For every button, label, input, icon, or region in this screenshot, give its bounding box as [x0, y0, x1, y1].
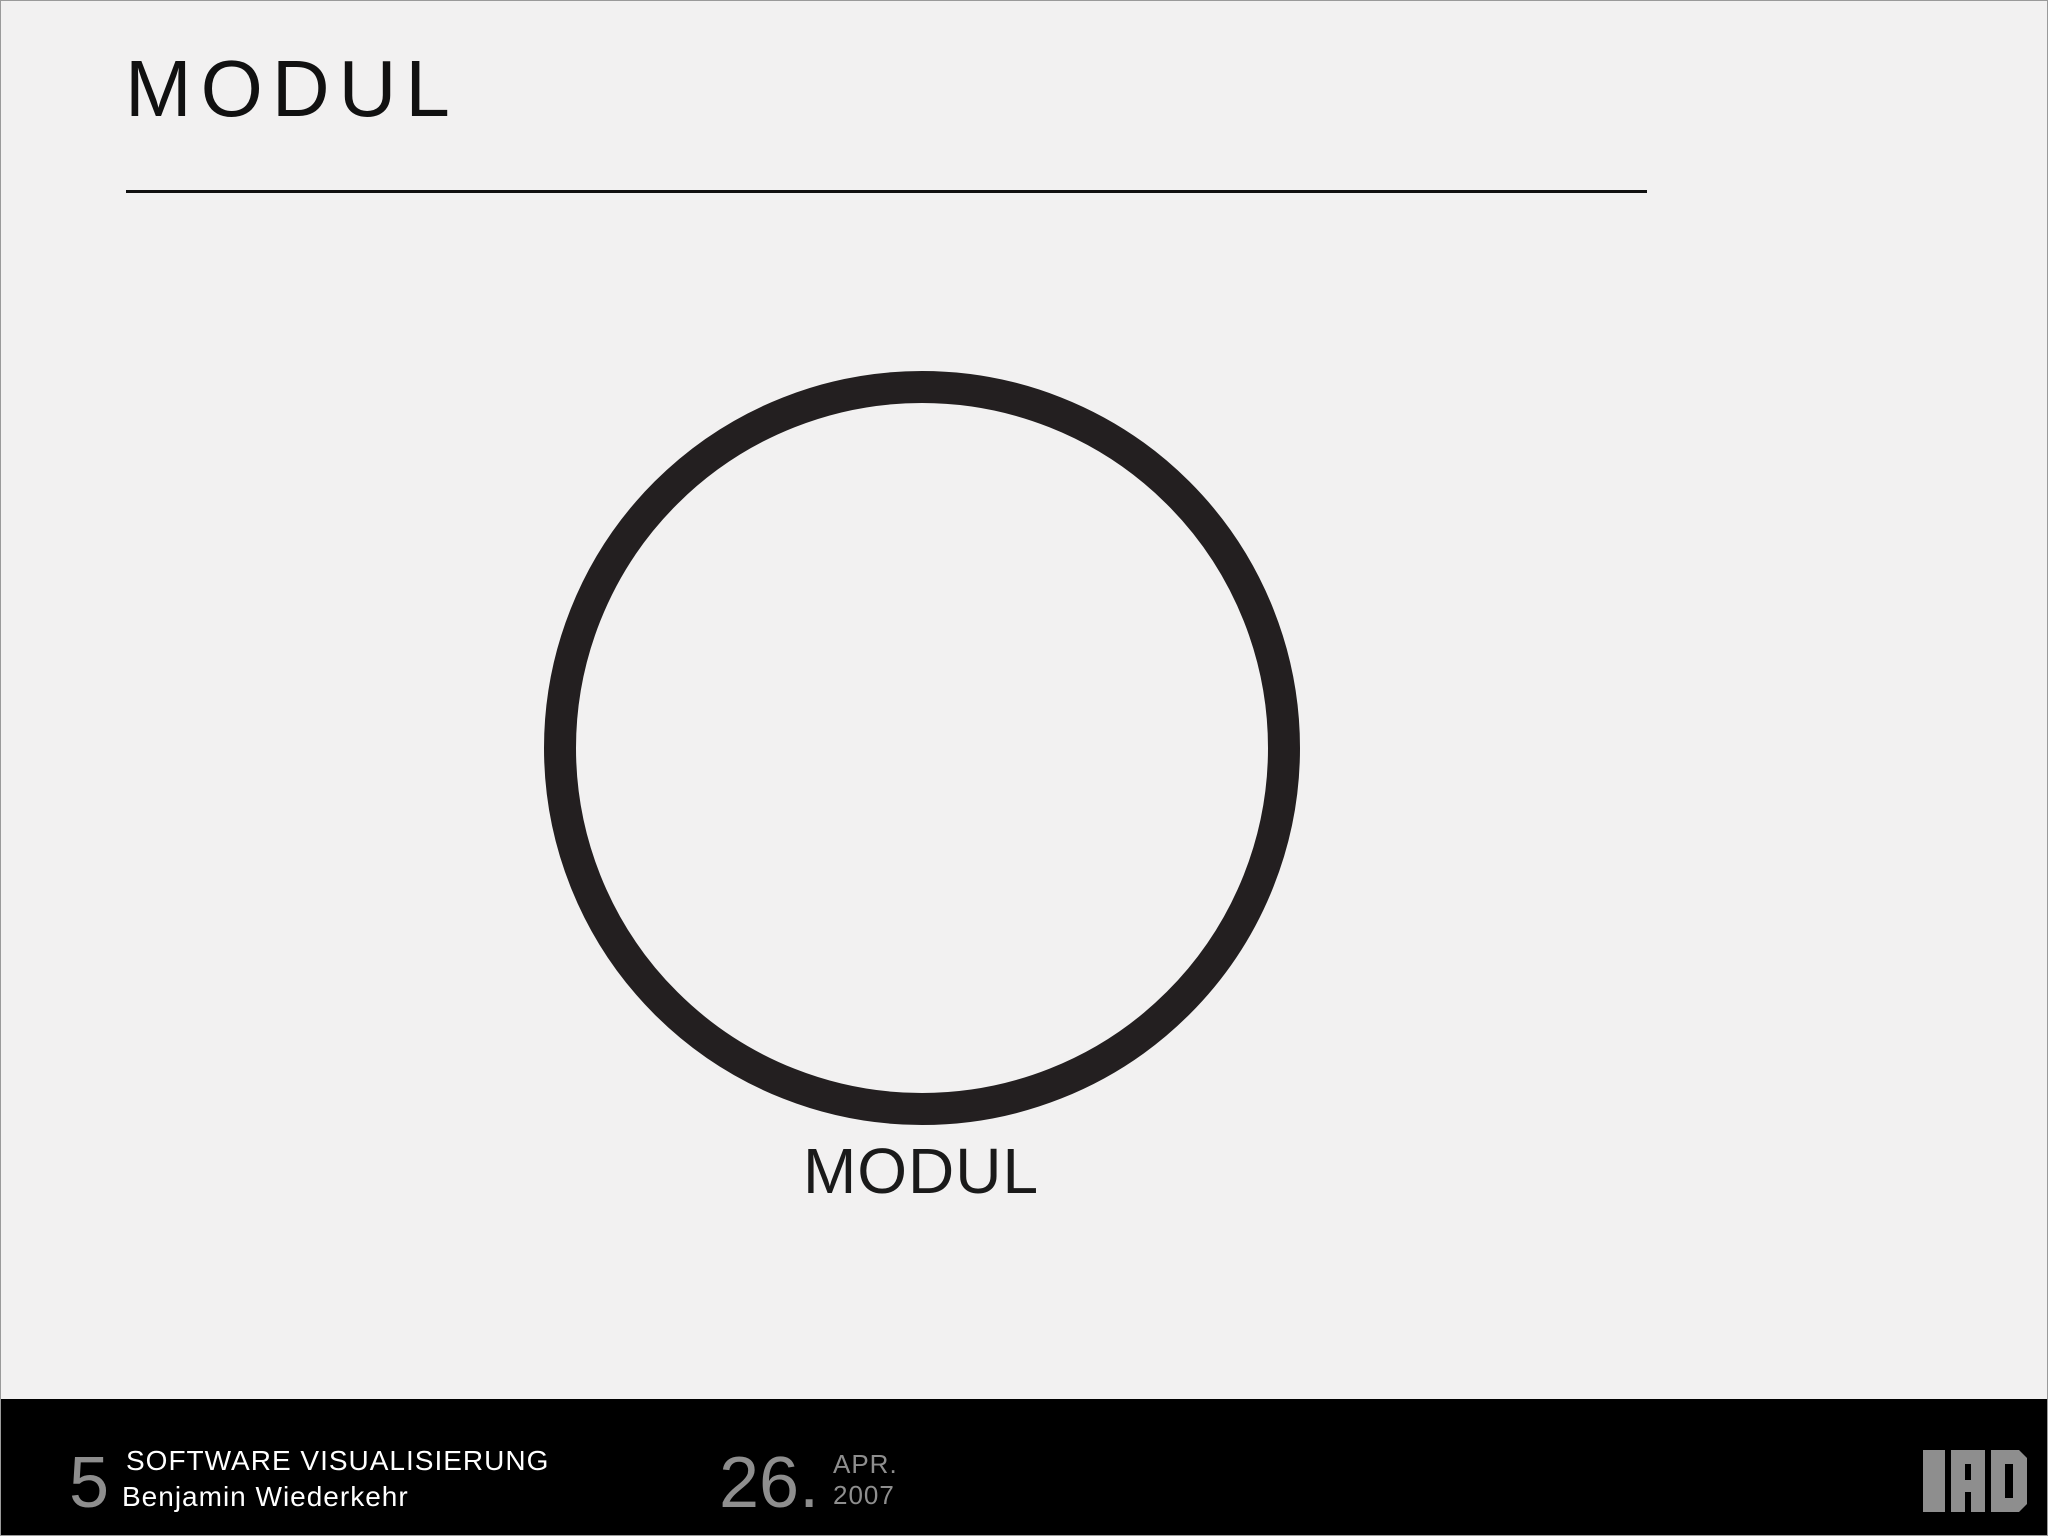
date-day: 26.: [719, 1443, 820, 1523]
page-title: MODUL: [125, 44, 459, 133]
footer-bar: [1, 1399, 2047, 1535]
date-month: APR.: [833, 1449, 898, 1479]
module-circle: [544, 371, 1300, 1125]
iad-logo-icon: [1923, 1450, 2027, 1512]
module-diagram: [544, 371, 1300, 1125]
course-title: SOFTWARE VISUALISIERUNG: [126, 1445, 550, 1476]
date-year: 2007: [833, 1480, 895, 1510]
page-number: 5: [69, 1443, 110, 1523]
module-label: MODUL: [802, 1135, 1040, 1207]
author-name: Benjamin Wiederkehr: [122, 1481, 409, 1512]
title-divider: [126, 190, 1647, 193]
